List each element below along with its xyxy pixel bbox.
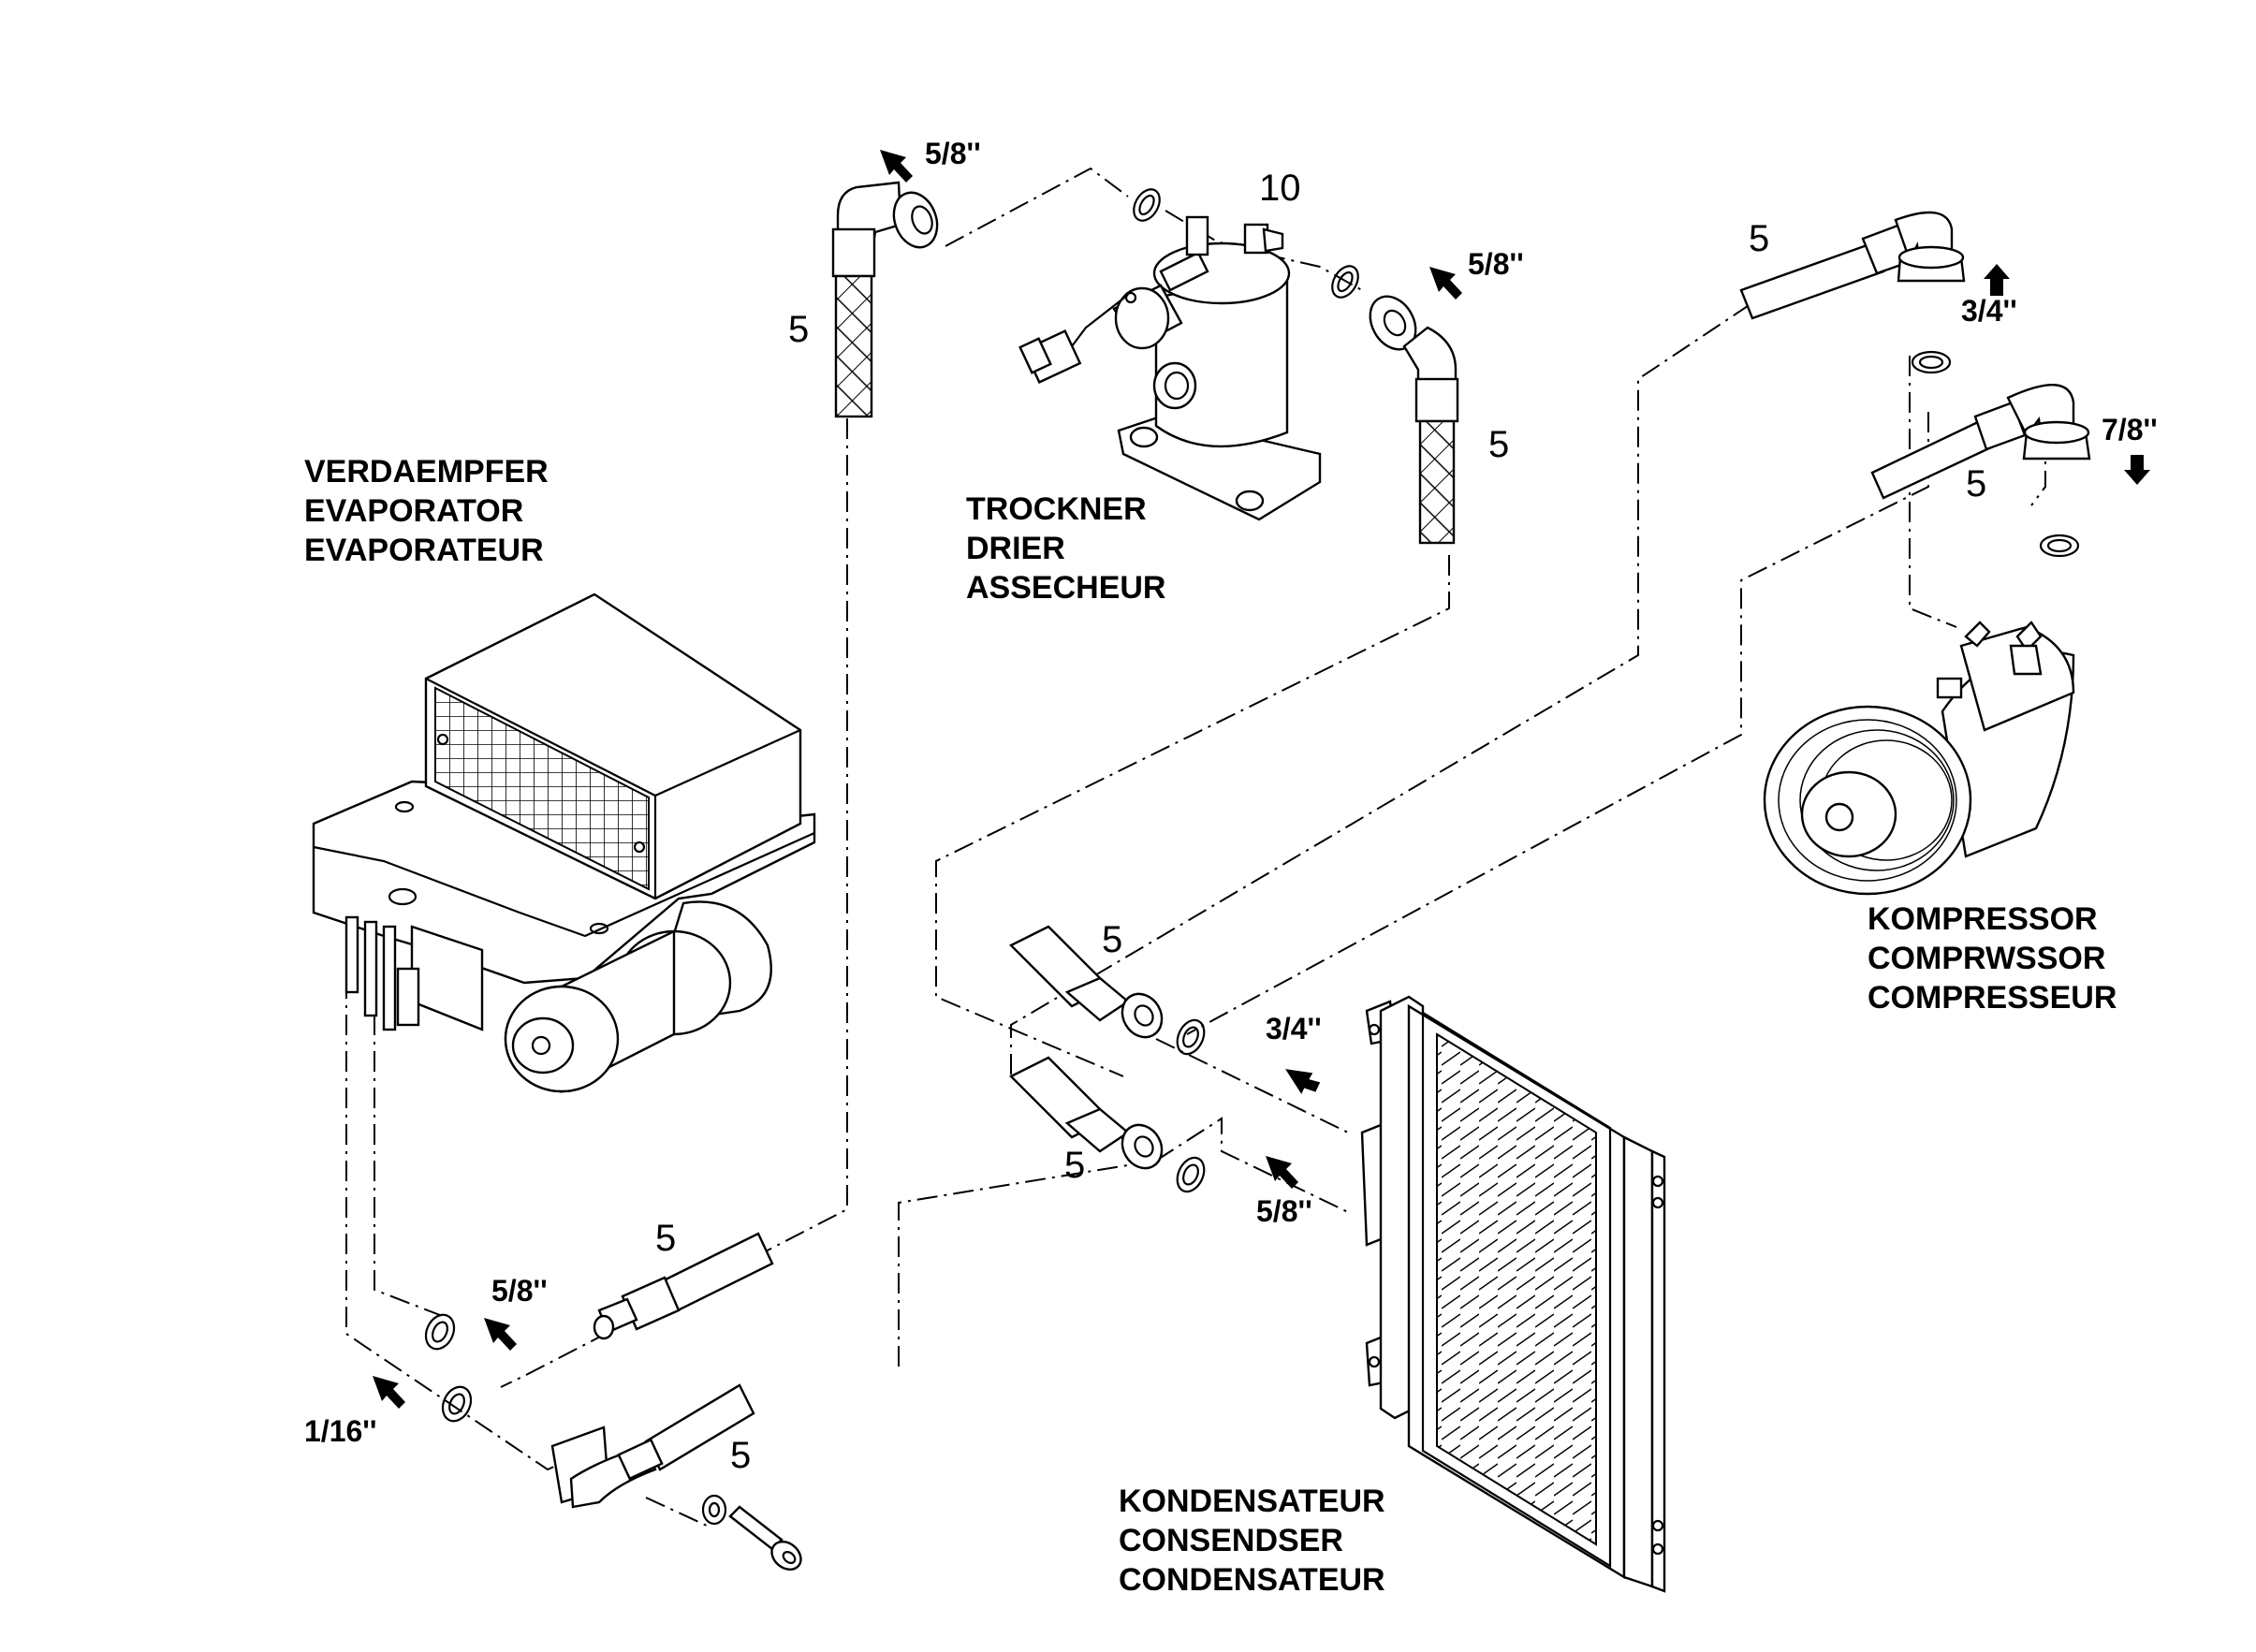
compressor-label-de: KOMPRESSOR [1868, 901, 2098, 937]
condenser-label-en: CONSENDSER [1119, 1523, 1343, 1558]
drier [1018, 215, 1322, 521]
size-label: 5/8'' [1468, 247, 1524, 281]
drier-label: TROCKNER DRIER ASSECHEUR [966, 491, 1165, 606]
evaporator-label-fr: EVAPORATEUR [304, 533, 544, 568]
evaporator-label: VERDAEMPFER EVAPORATOR EVAPORATEUR [304, 454, 549, 568]
evaporator-label-en: EVAPORATOR [304, 493, 523, 529]
evaporator [312, 592, 816, 1093]
evaporator-label-de: VERDAEMPFER [304, 454, 549, 490]
hose-compressor-discharge [1870, 384, 2091, 500]
drier-label-de: TROCKNER [966, 491, 1147, 527]
compressor [1763, 621, 2075, 896]
fitting-size-callouts: 5/8'' 5/8'' 3/4'' 7/8'' 3/4'' 5/8'' 5/8'… [304, 137, 2158, 1448]
part-number-callouts: 10 5 5 5 5 5 5 5 5 [655, 168, 1986, 1476]
part-number-hose: 5 [1064, 1145, 1085, 1186]
bolt [728, 1505, 802, 1571]
part-number-hose: 5 [1102, 919, 1122, 960]
arrow-icons [373, 150, 2150, 1409]
hose-drier-outlet [1369, 295, 1459, 545]
hose-lower-left [593, 1232, 774, 1340]
compressor-label: KOMPRESSOR COMPRWSSOR COMPRESSEUR [1868, 901, 2117, 1016]
compressor-label-en: COMPRWSSOR [1868, 941, 2105, 976]
hose-middle-lower [1008, 1056, 1164, 1170]
size-label: 1/16'' [304, 1414, 377, 1448]
size-label: 5/8'' [1256, 1194, 1312, 1228]
part-number-hose: 5 [655, 1218, 676, 1259]
drier-label-en: DRIER [966, 531, 1065, 566]
part-number-drier: 10 [1259, 168, 1301, 209]
condenser [1360, 995, 1666, 1593]
drier-label-fr: ASSECHEUR [966, 570, 1165, 606]
part-number-hose: 5 [788, 309, 809, 350]
part-number-hose: 5 [1749, 218, 1769, 259]
hose-compressor-suction [1739, 211, 1966, 320]
hose-lower-bottom [550, 1383, 755, 1509]
part-number-hose: 5 [1966, 463, 1986, 504]
condenser-label-fr: CONDENSATEUR [1119, 1562, 1385, 1598]
part-number-hose: 5 [730, 1435, 751, 1476]
part-number-hose: 5 [1488, 424, 1509, 465]
size-label: 5/8'' [925, 137, 981, 170]
size-label: 3/4'' [1266, 1012, 1322, 1045]
size-label: 5/8'' [491, 1274, 548, 1308]
o-rings [424, 188, 2080, 1526]
condenser-label-de: KONDENSATEUR [1119, 1484, 1385, 1519]
condenser-label: KONDENSATEUR CONSENDSER CONDENSATEUR [1119, 1484, 1385, 1598]
compressor-label-fr: COMPRESSEUR [1868, 980, 2117, 1016]
size-label: 3/4'' [1961, 294, 2017, 328]
size-label: 7/8'' [2102, 413, 2158, 446]
hose-top-left [831, 181, 939, 418]
hose-middle-upper [1008, 925, 1164, 1039]
